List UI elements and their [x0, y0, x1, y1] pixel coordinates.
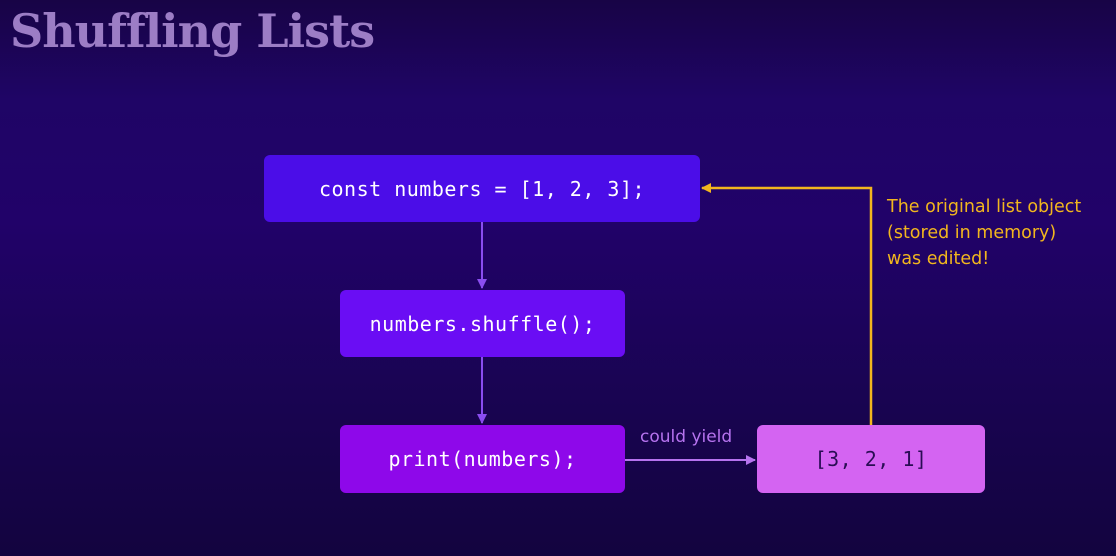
slide-title: Shuffling Lists — [10, 4, 375, 58]
node-shuffle-call: numbers.shuffle(); — [340, 290, 625, 357]
node-shuffled-result: [3, 2, 1] — [757, 425, 985, 493]
node-declare-list: const numbers = [1, 2, 3]; — [264, 155, 700, 222]
arrow-result-to-declare — [701, 183, 873, 425]
edge-label-could-yield: could yield — [640, 427, 733, 447]
node-print-call: print(numbers); — [340, 425, 625, 493]
annotation-line-2: (stored in memory) — [887, 223, 1057, 243]
annotation-line-3: was edited! — [887, 249, 990, 269]
annotation-line-1: The original list object — [887, 197, 1082, 217]
annotation-note: The original list object (stored in memo… — [887, 194, 1112, 272]
